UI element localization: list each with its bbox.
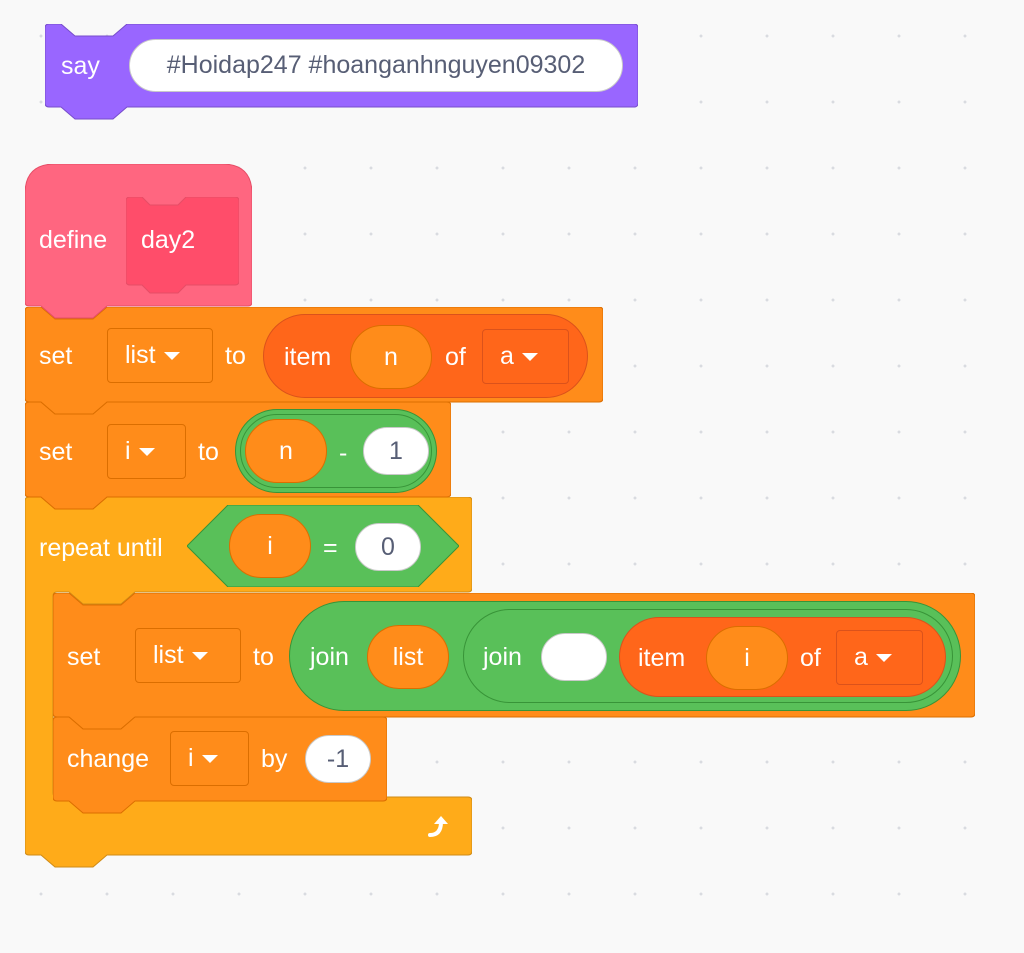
caret-down-icon: [163, 351, 180, 360]
join-inner-block[interactable]: join item i of a: [463, 609, 953, 703]
set-i-label: set: [39, 438, 73, 466]
of-label-2: of: [800, 644, 821, 672]
join-inner-label: join: [483, 643, 522, 671]
caret-down-icon: [201, 754, 218, 763]
list-dropdown-a-2[interactable]: a: [836, 630, 923, 685]
equals-operator: =: [323, 534, 338, 562]
define-block-name[interactable]: day2: [141, 226, 196, 254]
variable-dropdown-i[interactable]: i: [107, 424, 186, 479]
variable-dropdown-list[interactable]: list: [107, 328, 213, 383]
item-label-2: item: [638, 644, 686, 672]
repeat-var-i[interactable]: i: [229, 514, 311, 578]
caret-down-icon: [521, 352, 538, 361]
custom-block-prototype-shape: [126, 197, 239, 294]
caret-down-icon: [875, 653, 892, 662]
join-arg-var-list[interactable]: list: [367, 625, 449, 689]
minus-operator: -: [339, 439, 348, 467]
set-list-item-block[interactable]: set list to item n of a: [25, 307, 603, 417]
loop-arrow-icon: [428, 816, 448, 837]
repeat-until-label: repeat until: [39, 534, 163, 562]
set-list-join-block[interactable]: set list to join list join item i of a: [53, 593, 975, 733]
set-list-label: set: [39, 342, 73, 370]
say-block[interactable]: say #Hoidap247 #hoanganhnguyen09302: [45, 24, 638, 122]
say-message-input[interactable]: #Hoidap247 #hoanganhnguyen09302: [129, 39, 623, 92]
change-label: change: [67, 745, 150, 773]
subtract-right-value-input[interactable]: 1: [363, 427, 429, 475]
say-message-text: #Hoidap247 #hoanganhnguyen09302: [166, 51, 586, 79]
subtract-left-var-n[interactable]: n: [245, 419, 327, 483]
repeat-until-block[interactable]: repeat until i = 0: [25, 497, 472, 872]
subtract-operator-block[interactable]: n - 1: [235, 409, 437, 493]
subtract-inner-border: [240, 414, 432, 488]
item-index-var-n[interactable]: n: [350, 325, 432, 389]
caret-down-icon: [191, 651, 208, 660]
set-list-join-label: set: [67, 643, 101, 671]
variable-dropdown-i-2[interactable]: i: [170, 731, 249, 786]
item-of-list-reporter-2[interactable]: item i of a: [619, 617, 946, 697]
say-label: say: [61, 52, 100, 80]
item-index-var-i[interactable]: i: [706, 626, 788, 690]
set-list-join-to-label: to: [253, 643, 274, 671]
by-label: by: [261, 745, 288, 773]
change-by-value-input[interactable]: -1: [305, 735, 371, 783]
of-label: of: [445, 343, 466, 371]
caret-down-icon: [138, 447, 155, 456]
variable-dropdown-list-2[interactable]: list: [135, 628, 241, 683]
repeat-compare-value-input[interactable]: 0: [355, 523, 421, 571]
set-i-block[interactable]: set i to n - 1: [25, 402, 451, 512]
join-outer-block[interactable]: join list join item i of a: [289, 601, 961, 711]
join-outer-label: join: [310, 643, 349, 671]
change-i-block[interactable]: change i by -1: [53, 717, 387, 816]
item-of-list-reporter[interactable]: item n of a: [263, 314, 588, 398]
list-dropdown-a[interactable]: a: [482, 329, 569, 384]
set-list-to-label: to: [225, 342, 246, 370]
set-i-to-label: to: [198, 438, 219, 466]
define-label: define: [39, 226, 108, 254]
define-hat-block[interactable]: define day2: [25, 164, 252, 321]
join-empty-text-input[interactable]: [541, 633, 607, 681]
item-label: item: [284, 343, 332, 371]
